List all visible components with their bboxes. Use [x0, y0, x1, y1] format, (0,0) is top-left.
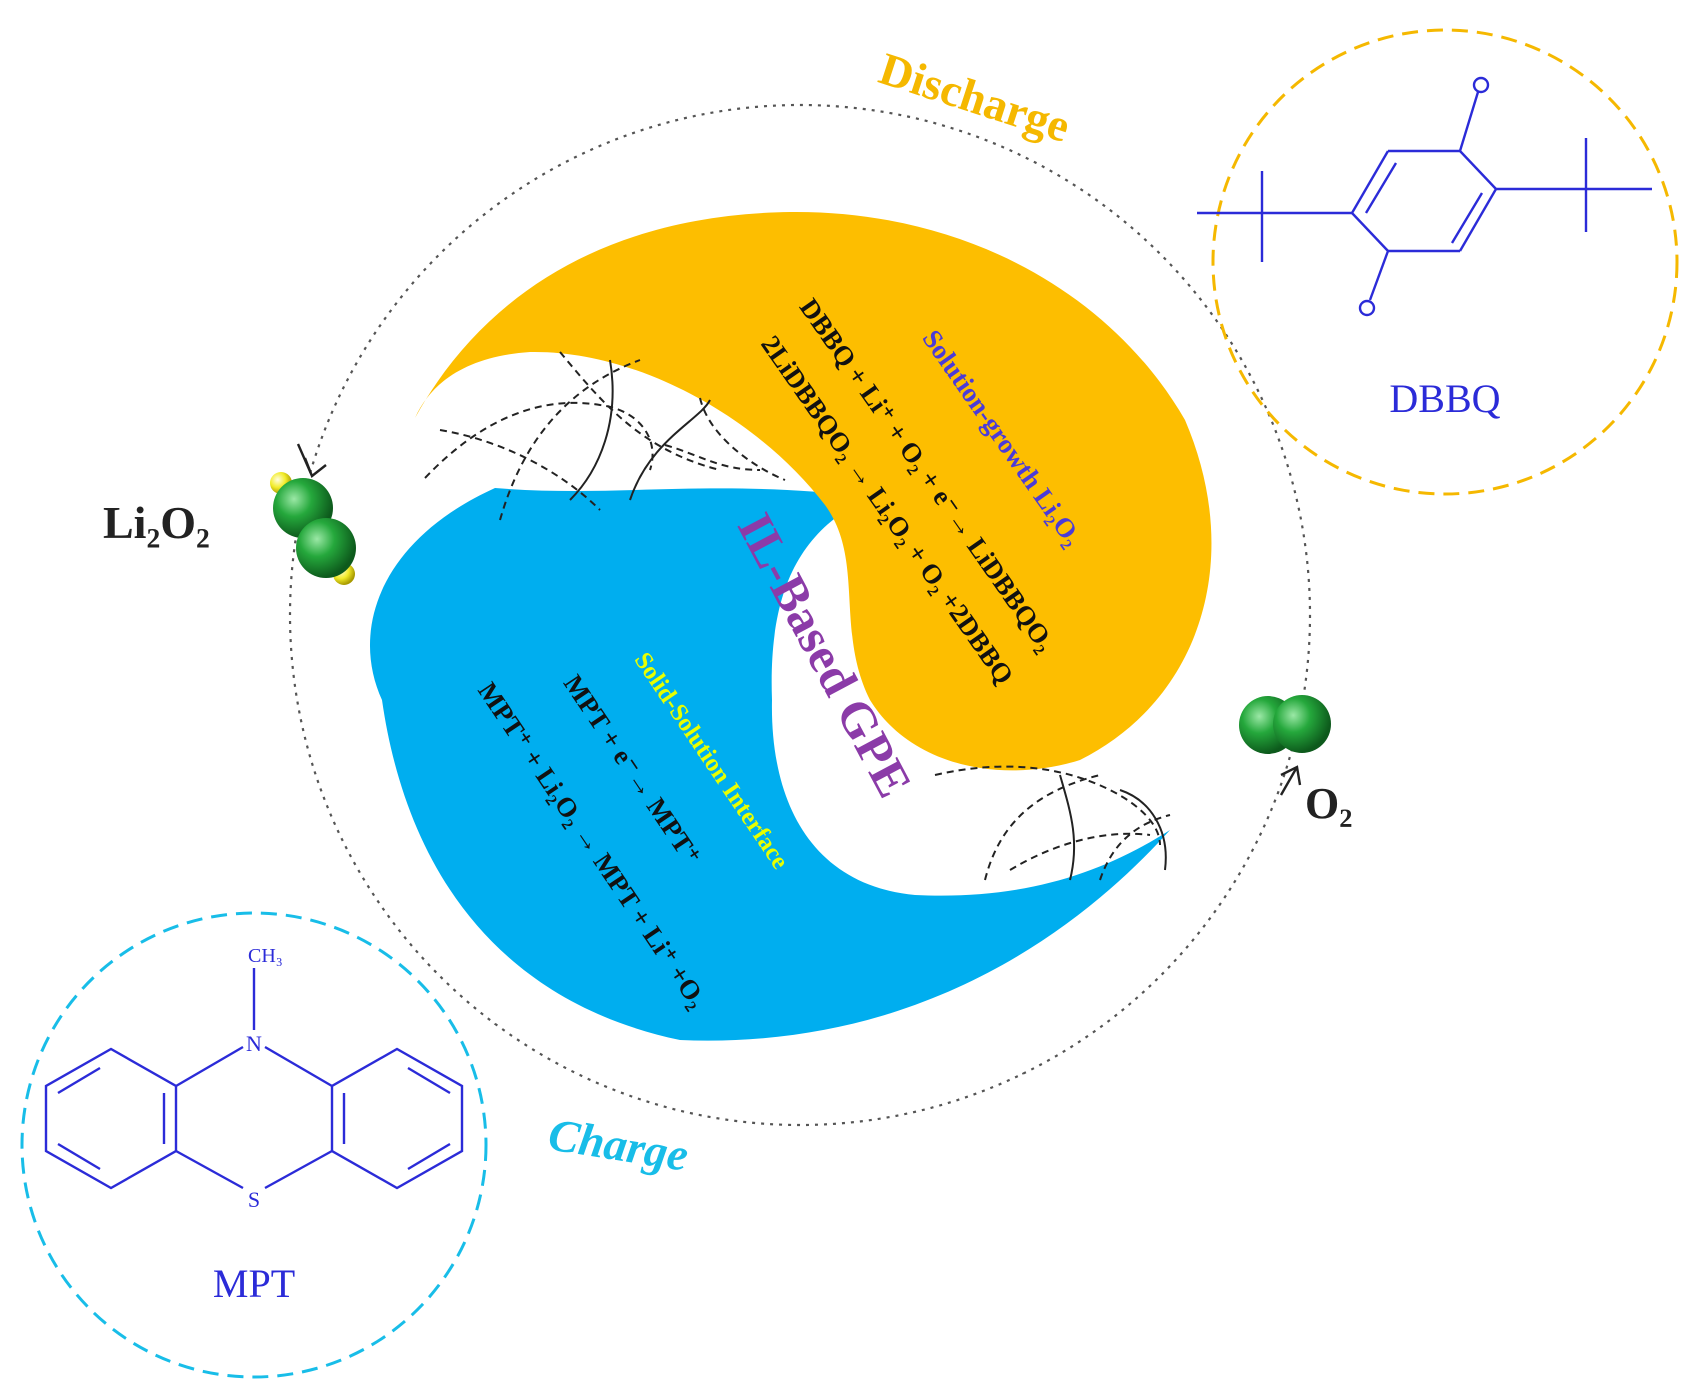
charge-lobe [369, 488, 1170, 1041]
mpt-s-atom: S [248, 1187, 260, 1212]
discharge-label: Discharge [873, 43, 1076, 152]
mpt-ch3-label: CH₃ [248, 945, 283, 967]
dbbq-structure: DBBQ [1197, 76, 1652, 421]
polymer-chains-lower [934, 765, 1171, 881]
discharge-lobe [415, 211, 1212, 771]
li2o2-molecule-icon [270, 472, 356, 585]
mpt-structure: CH₃ N S MPT [44, 945, 464, 1306]
mpt-name: MPT [213, 1261, 295, 1306]
cycle-circle [288, 103, 1312, 1127]
mpt-n-atom: N [246, 1031, 262, 1056]
polymer-chains-upper [424, 351, 786, 521]
arrow-to-o2 [1279, 765, 1302, 796]
li2o2-label: Li₂O₂ [103, 497, 210, 548]
o2-label: O₂ [1305, 779, 1352, 828]
arrow-to-li2o2 [296, 443, 327, 478]
dbbq-circle [1211, 28, 1679, 496]
o2-molecule-icon [1239, 695, 1331, 754]
charge-label: Charge [545, 1109, 692, 1181]
dbbq-name: DBBQ [1389, 376, 1500, 421]
mpt-circle [20, 911, 488, 1379]
